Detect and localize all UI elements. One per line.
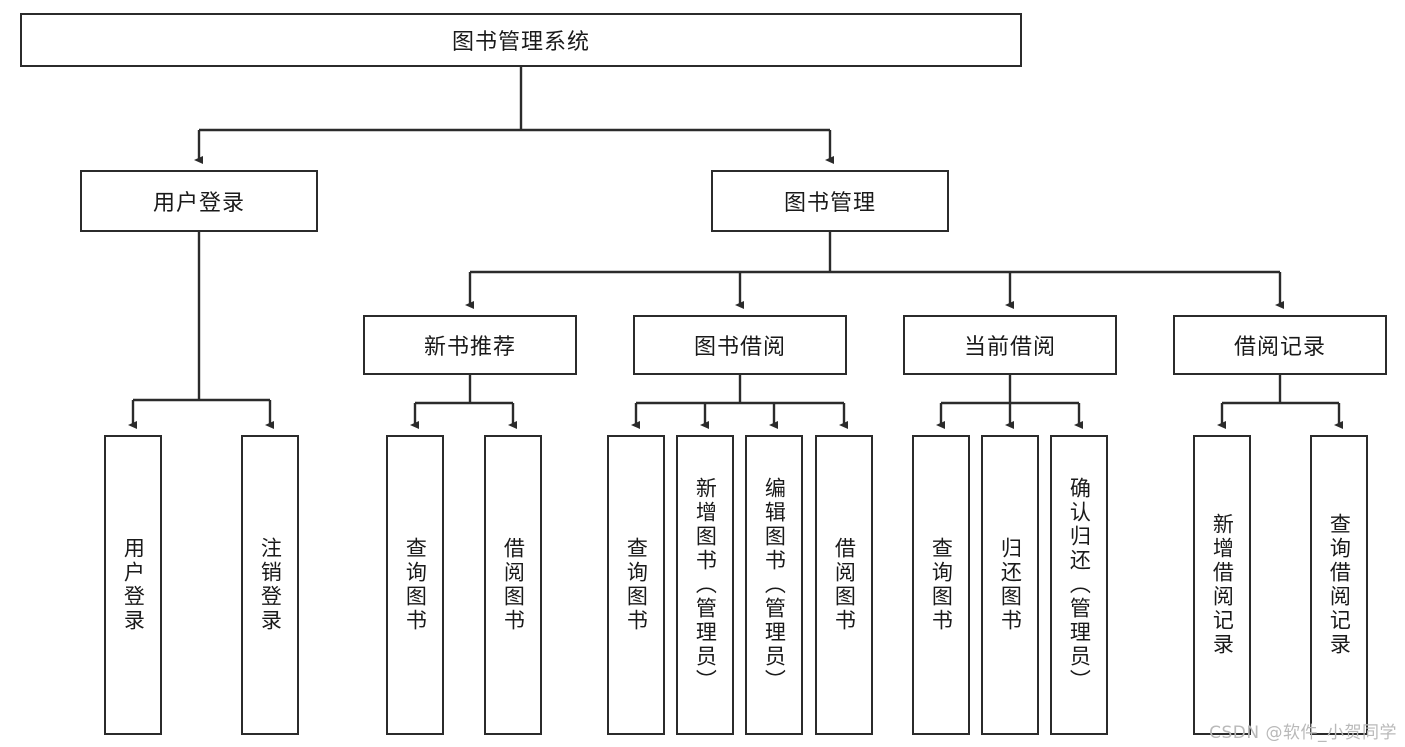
leaf-label: 借阅图书 xyxy=(501,537,526,633)
leaf-user-login-signin[interactable]: 用户登录 xyxy=(104,435,162,735)
leaf-new-book-borrow[interactable]: 借阅图书 xyxy=(484,435,542,735)
node-book-management-label: 图书管理 xyxy=(783,191,876,216)
node-user-login[interactable]: 用户登录 xyxy=(80,170,318,232)
node-new-book-recommend[interactable]: 新书推荐 xyxy=(363,315,577,375)
node-current-borrow-label: 当前借阅 xyxy=(963,335,1056,360)
leaf-current-borrow-query[interactable]: 查询图书 xyxy=(912,435,970,735)
node-borrow-record-label: 借阅记录 xyxy=(1233,335,1326,360)
leaf-book-borrow-query[interactable]: 查询图书 xyxy=(607,435,665,735)
leaf-label: 注销登录 xyxy=(258,537,283,633)
leaf-label: 确认归还（管理员） xyxy=(1067,477,1092,693)
leaf-label: 查询图书 xyxy=(929,537,954,633)
leaf-borrow-record-query[interactable]: 查询借阅记录 xyxy=(1310,435,1368,735)
node-new-book-recommend-label: 新书推荐 xyxy=(423,335,516,360)
node-root-system[interactable]: 图书管理系统 xyxy=(20,13,1022,67)
leaf-book-borrow-borrow[interactable]: 借阅图书 xyxy=(815,435,873,735)
leaf-label: 查询图书 xyxy=(403,537,428,633)
leaf-book-borrow-add[interactable]: 新增图书（管理员） xyxy=(676,435,734,735)
leaf-label: 编辑图书（管理员） xyxy=(762,477,787,693)
leaf-user-login-signout[interactable]: 注销登录 xyxy=(241,435,299,735)
leaf-book-borrow-edit[interactable]: 编辑图书（管理员） xyxy=(745,435,803,735)
leaf-new-book-query[interactable]: 查询图书 xyxy=(386,435,444,735)
leaf-borrow-record-add[interactable]: 新增借阅记录 xyxy=(1193,435,1251,735)
leaf-label: 新增借阅记录 xyxy=(1210,513,1235,657)
leaf-label: 新增图书（管理员） xyxy=(693,477,718,693)
node-book-management[interactable]: 图书管理 xyxy=(711,170,949,232)
leaf-current-borrow-return[interactable]: 归还图书 xyxy=(981,435,1039,735)
leaf-label: 用户登录 xyxy=(121,537,146,633)
node-book-borrow-label: 图书借阅 xyxy=(693,335,786,360)
node-borrow-record[interactable]: 借阅记录 xyxy=(1173,315,1387,375)
node-user-login-label: 用户登录 xyxy=(152,191,245,216)
leaf-label: 查询借阅记录 xyxy=(1327,513,1352,657)
leaf-label: 查询图书 xyxy=(624,537,649,633)
node-root-label: 图书管理系统 xyxy=(451,30,590,55)
node-current-borrow[interactable]: 当前借阅 xyxy=(903,315,1117,375)
node-book-borrow[interactable]: 图书借阅 xyxy=(633,315,847,375)
leaf-label: 借阅图书 xyxy=(832,537,857,633)
watermark-text: CSDN @软件_小贺同学 xyxy=(1209,723,1397,743)
leaf-label: 归还图书 xyxy=(998,537,1023,633)
leaf-current-borrow-confirm-return[interactable]: 确认归还（管理员） xyxy=(1050,435,1108,735)
